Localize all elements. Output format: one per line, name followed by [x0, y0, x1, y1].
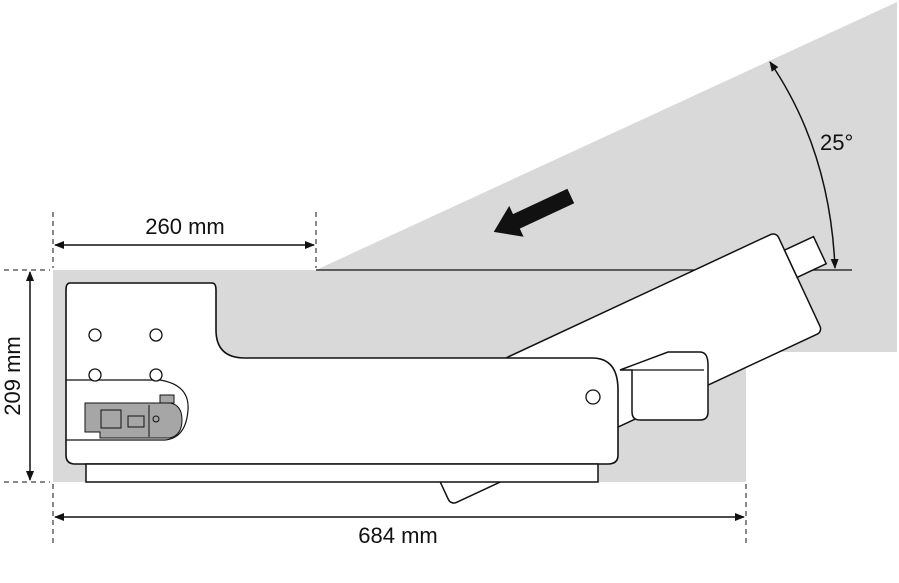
angle-label: 25° [820, 130, 853, 155]
dimension-209: 209 mm [0, 269, 50, 483]
dimension-label-209: 209 mm [0, 336, 25, 415]
screw-holes [88, 328, 601, 405]
port-panel [84, 394, 183, 439]
slide-direction-arrow-icon [493, 188, 575, 237]
angle-dimension: 25° [769, 61, 853, 269]
device-body [65, 282, 619, 465]
dimension-260: 260 mm [52, 212, 317, 268]
ethernet-port-icon [127, 415, 145, 428]
base-plate [85, 463, 599, 483]
dimension-label-260: 260 mm [145, 214, 224, 239]
dimension-label-684: 684 mm [358, 523, 437, 548]
side-unit [619, 351, 709, 421]
power-jack-icon [152, 415, 160, 423]
usb-port-icon [100, 409, 122, 429]
dimension-684: 684 mm [52, 484, 747, 548]
